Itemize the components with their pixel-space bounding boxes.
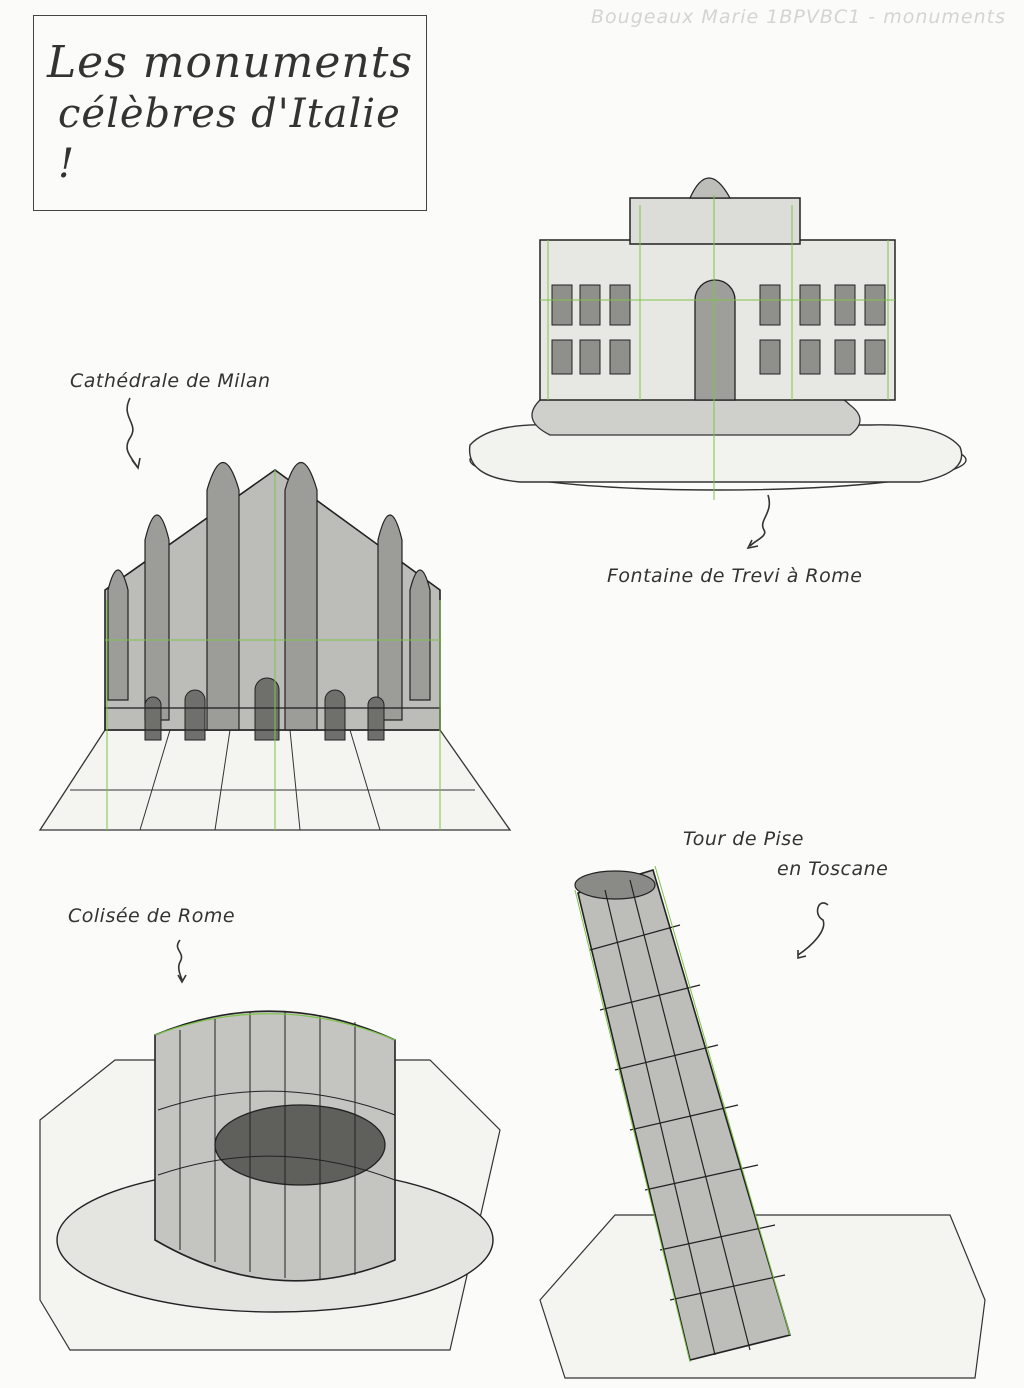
label-tour-pise-line-1: Tour de Pise <box>683 828 804 850</box>
trevi-fountain-sketch <box>468 177 967 500</box>
label-cathedrale-milan: Cathédrale de Milan <box>70 370 271 392</box>
milan-cathedral-sketch <box>38 461 512 831</box>
arrow-colisee <box>176 939 187 984</box>
pisa-tower-sketch <box>539 865 986 1379</box>
title-box: Les monuments célèbres d'Italie ! <box>33 15 427 211</box>
arrow-pise <box>797 902 829 960</box>
arrow-trevi <box>746 494 771 550</box>
label-fontaine-trevi: Fontaine de Trevi à Rome <box>607 565 863 587</box>
label-tour-pise-line-2: en Toscane <box>777 858 889 880</box>
title-line-2: célèbres d'Italie ! <box>58 91 401 188</box>
student-note: Bougeaux Marie 1BPVBC1 - monuments <box>591 6 1006 28</box>
title-line-1: Les monuments <box>46 36 414 88</box>
colosseum-sketch <box>39 1010 501 1351</box>
label-arrows <box>126 397 829 984</box>
label-colisee-rome: Colisée de Rome <box>68 905 236 927</box>
arrow-milan <box>126 397 141 470</box>
